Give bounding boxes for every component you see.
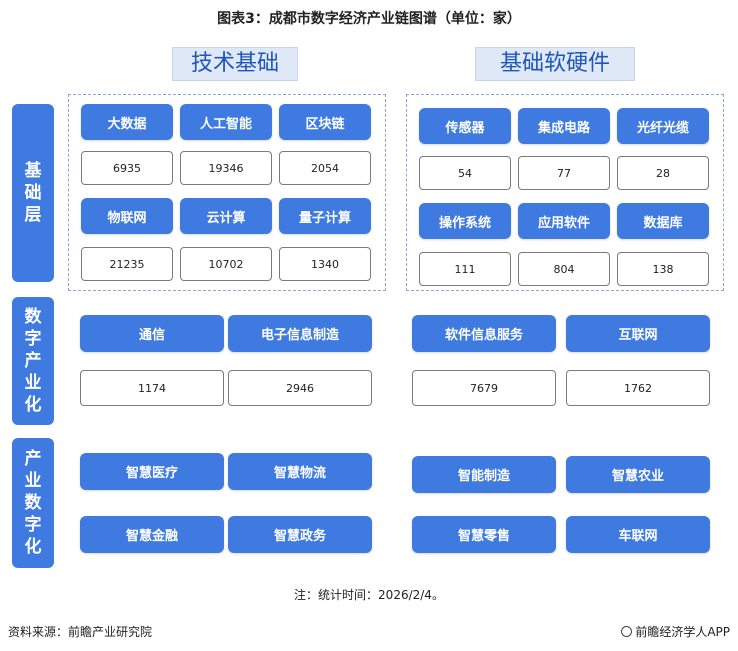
category-smart-finance: 智慧金融 (80, 516, 224, 553)
category-internet-of-vehicles: 车联网 (566, 516, 710, 553)
tech-foundation-box (68, 94, 386, 291)
value-sensor: 54 (419, 156, 511, 190)
value-quantum-computing: 1340 (279, 247, 371, 281)
category-sensor: 传感器 (419, 108, 511, 144)
header-tech-foundation: 技术基础 (172, 47, 298, 81)
category-integrated-circuit: 集成电路 (518, 108, 610, 144)
header-basic-hw-sw: 基础软硬件 (475, 47, 635, 81)
category-smart-agriculture: 智慧农业 (566, 456, 710, 493)
footnote: 注：统计时间：2026/2/4。 (294, 588, 444, 602)
value-big-data: 6935 (81, 151, 173, 185)
value-internet: 1762 (566, 370, 710, 406)
category-big-data: 大数据 (81, 104, 173, 140)
side-label-industry-digital: 产业数字化 (12, 438, 54, 568)
category-smart-healthcare: 智慧医疗 (80, 453, 224, 490)
category-blockchain: 区块链 (279, 104, 371, 140)
value-cloud-computing: 10702 (180, 247, 272, 281)
value-optical-fiber-cable: 28 (617, 156, 709, 190)
value-blockchain: 2054 (279, 151, 371, 185)
category-ai: 人工智能 (180, 104, 272, 140)
category-optical-fiber-cable: 光纤光缆 (617, 108, 709, 144)
value-iot: 21235 (81, 247, 173, 281)
category-electronic-info-manufacturing: 电子信息制造 (228, 315, 372, 352)
value-database: 138 (617, 252, 709, 286)
category-smart-manufacturing: 智能制造 (412, 456, 556, 493)
category-cloud-computing: 云计算 (180, 198, 272, 234)
category-quantum-computing: 量子计算 (279, 198, 371, 234)
hw-sw-box (406, 94, 724, 291)
category-application-software: 应用软件 (518, 203, 610, 239)
category-internet: 互联网 (566, 315, 710, 352)
value-operating-system: 111 (419, 252, 511, 286)
category-smart-logistics: 智慧物流 (228, 453, 372, 490)
category-smart-retail: 智慧零售 (412, 516, 556, 553)
brand-name: 前瞻经济学人APP (635, 625, 730, 639)
category-iot: 物联网 (81, 198, 173, 234)
category-smart-government: 智慧政务 (228, 516, 372, 553)
value-integrated-circuit: 77 (518, 156, 610, 190)
source-text: 资料来源：前瞻产业研究院 (8, 625, 153, 639)
brand: 前瞻经济学人APP (621, 623, 730, 640)
category-database: 数据库 (617, 203, 709, 239)
brand-logo-icon (621, 626, 633, 637)
value-software-info-service: 7679 (412, 370, 556, 406)
category-software-info-service: 软件信息服务 (412, 315, 556, 352)
value-electronic-info-manufacturing: 2946 (228, 370, 372, 406)
chart-title: 图表3：成都市数字经济产业链图谱（单位：家） (217, 11, 521, 27)
side-label-digital-industry: 数字产业化 (12, 297, 54, 425)
category-operating-system: 操作系统 (419, 203, 511, 239)
side-label-base: 基础层 (12, 104, 54, 282)
category-communication: 通信 (80, 315, 224, 352)
value-application-software: 804 (518, 252, 610, 286)
value-ai: 19346 (180, 151, 272, 185)
value-communication: 1174 (80, 370, 224, 406)
